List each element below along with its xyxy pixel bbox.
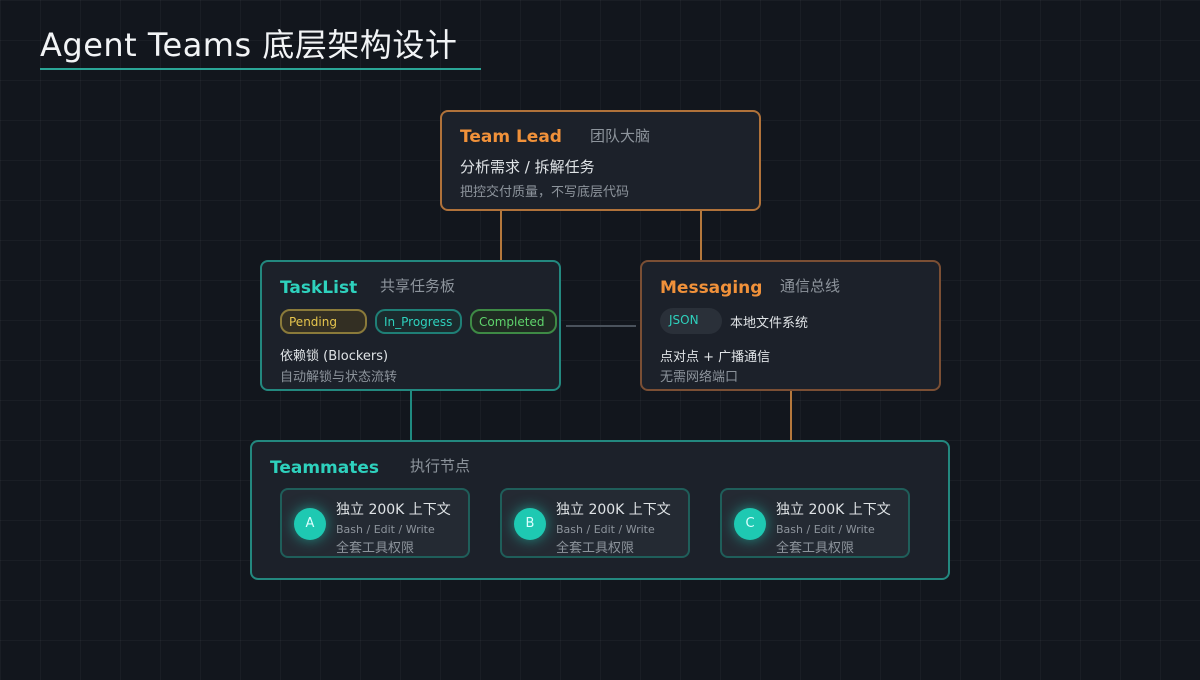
messaging-pill-desc: 本地文件系统: [730, 316, 809, 331]
team-lead-main: 分析需求 / 拆解任务: [460, 158, 595, 176]
team-lead-box[interactable]: Team Lead 团队大脑 分析需求 / 拆解任务 把控交付质量，不写底层代码: [440, 110, 761, 211]
teammate-context: 独立 200K 上下文: [556, 502, 671, 518]
messaging-note: 无需网络端口: [660, 370, 739, 385]
status-badge-completed: Completed: [470, 309, 557, 334]
connector-lead-tasklist: [500, 210, 502, 260]
teammates-subtitle: 执行节点: [410, 457, 471, 475]
teammate-permission: 全套工具权限: [776, 541, 855, 556]
tasklist-box[interactable]: TaskList 共享任务板 Pending In_Progress Compl…: [260, 260, 561, 391]
teammate-tools: Bash / Edit / Write: [556, 523, 655, 536]
page-title: Agent Teams 底层架构设计: [40, 26, 458, 64]
connector-messaging-teammates: [790, 390, 792, 440]
team-lead-title: Team Lead: [460, 127, 562, 147]
messaging-subtitle: 通信总线: [780, 277, 841, 295]
teammate-card-a[interactable]: A 独立 200K 上下文 Bash / Edit / Write 全套工具权限: [280, 488, 470, 558]
title-underline: [40, 68, 481, 70]
connector-lead-messaging: [700, 210, 702, 260]
avatar: A: [294, 508, 326, 540]
team-lead-note: 把控交付质量，不写底层代码: [460, 185, 630, 200]
team-lead-subtitle: 团队大脑: [590, 127, 651, 145]
teammate-card-c[interactable]: C 独立 200K 上下文 Bash / Edit / Write 全套工具权限: [720, 488, 910, 558]
tasklist-main: 依赖锁 (Blockers): [280, 349, 389, 364]
teammate-permission: 全套工具权限: [556, 541, 635, 556]
avatar: B: [514, 508, 546, 540]
status-badge-in-progress: In_Progress: [375, 309, 462, 334]
teammate-tools: Bash / Edit / Write: [776, 523, 875, 536]
teammate-card-b[interactable]: B 独立 200K 上下文 Bash / Edit / Write 全套工具权限: [500, 488, 690, 558]
messaging-title: Messaging: [660, 278, 763, 298]
teammates-box[interactable]: Teammates 执行节点 A 独立 200K 上下文 Bash / Edit…: [250, 440, 950, 580]
connector-tasklist-messaging: [566, 325, 636, 327]
json-pill: JSON: [660, 308, 722, 334]
connector-tasklist-teammates: [410, 390, 412, 440]
teammate-context: 独立 200K 上下文: [336, 502, 451, 518]
status-badge-pending: Pending: [280, 309, 367, 334]
messaging-box[interactable]: Messaging 通信总线 JSON 本地文件系统 点对点 + 广播通信 无需…: [640, 260, 941, 391]
tasklist-title: TaskList: [280, 278, 358, 298]
teammate-context: 独立 200K 上下文: [776, 502, 891, 518]
teammate-permission: 全套工具权限: [336, 541, 415, 556]
messaging-main: 点对点 + 广播通信: [660, 350, 771, 365]
teammate-tools: Bash / Edit / Write: [336, 523, 435, 536]
avatar: C: [734, 508, 766, 540]
teammates-title: Teammates: [270, 458, 380, 478]
tasklist-subtitle: 共享任务板: [380, 277, 456, 295]
tasklist-note: 自动解锁与状态流转: [280, 370, 398, 385]
